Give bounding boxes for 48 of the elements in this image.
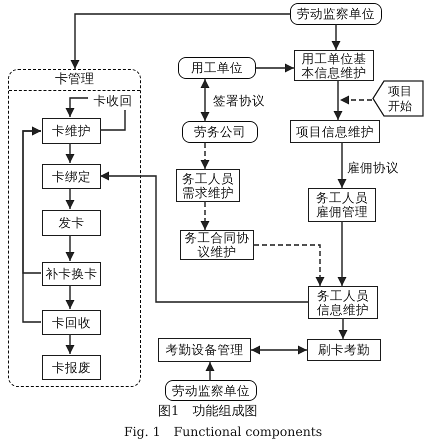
hexagon-node: 项目开始 <box>372 80 424 117</box>
process-box: 卡报废 <box>42 355 101 380</box>
process-box: 务工人员需求维护 <box>176 169 240 202</box>
arrow <box>66 188 74 209</box>
group-title: 卡管理 <box>54 72 95 88</box>
arrow <box>256 64 294 72</box>
process-box: 补卡换卡 <box>42 262 101 286</box>
dashed-arrow <box>254 244 324 286</box>
process-box: 刷卡考勤 <box>307 339 381 361</box>
dashed-arrow <box>200 143 210 169</box>
arrow <box>206 362 214 380</box>
arrow <box>200 79 210 121</box>
group-panel <box>8 69 141 387</box>
figure-caption: 图1 功能组成图 <box>158 404 258 420</box>
process-box: 项目信息维护 <box>290 120 380 143</box>
edge-label: 雇佣协议 <box>346 160 400 175</box>
process-box: 卡回收 <box>42 310 101 335</box>
process-box: 发卡 <box>42 210 101 236</box>
arrow <box>66 143 74 163</box>
arrow <box>66 97 88 117</box>
arrow <box>338 143 346 188</box>
arrow <box>100 109 126 131</box>
process-box: 卡维护 <box>42 118 101 144</box>
arrow <box>66 285 74 309</box>
arrow <box>22 126 41 323</box>
arrow <box>332 25 340 50</box>
arrow <box>251 346 307 354</box>
dashed-arrow <box>200 202 210 230</box>
process-box: 卡绑定 <box>42 164 101 189</box>
process-box: 务工人员信息维护 <box>308 286 378 319</box>
terminal-box: 劳动监察单位 <box>165 380 257 401</box>
terminal-box: 用工单位 <box>178 57 256 79</box>
arrow <box>338 319 348 339</box>
arrow <box>334 81 342 120</box>
arrow <box>70 13 290 69</box>
process-box: 考勤设备管理 <box>158 338 251 362</box>
arrow <box>66 235 74 261</box>
process-box: 用工单位基本信息维护 <box>294 50 374 81</box>
edge-label: 签署协议 <box>212 93 266 108</box>
figure-caption-english: Fig. 1 Functional components <box>124 424 322 440</box>
arrow <box>66 334 74 354</box>
process-box: 务工人员雇佣管理 <box>308 188 376 222</box>
dashed-arrow <box>340 96 372 104</box>
terminal-box: 劳动监察单位 <box>290 3 382 25</box>
terminal-box: 劳务公司 <box>182 121 258 143</box>
arrow <box>100 172 308 303</box>
arrow <box>338 222 346 286</box>
process-box: 务工合同协议维护 <box>180 230 254 260</box>
